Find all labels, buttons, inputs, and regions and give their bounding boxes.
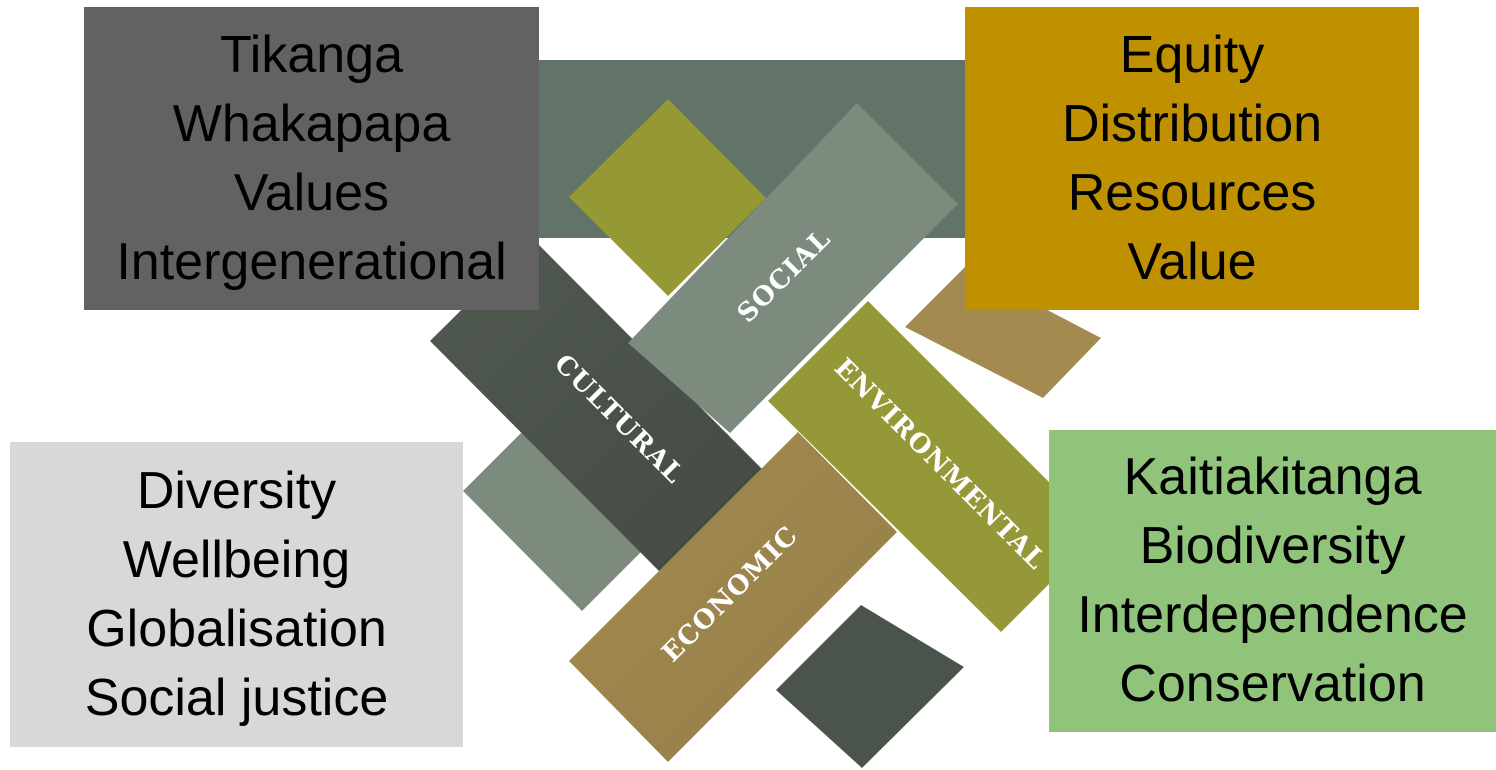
environmental-term: Biodiversity <box>1139 517 1406 575</box>
social-term: Diversity <box>136 461 337 520</box>
economic-term: Equity <box>1119 25 1265 84</box>
cultural-term: Whakapapa <box>172 94 451 153</box>
environmental-term: Interdependence <box>1077 586 1468 644</box>
social-term: Wellbeing <box>122 530 351 589</box>
social-term: Globalisation <box>86 599 387 658</box>
environmental-term: Kaitiakitanga <box>1123 448 1422 506</box>
cultural-term: Tikanga <box>219 25 404 84</box>
social-term: Social justice <box>84 668 389 727</box>
social-band <box>628 103 958 433</box>
social-band-lower-end <box>463 391 682 611</box>
cultural-band-lower-end <box>776 605 964 768</box>
social-terms-box: Diversity Wellbeing Globalisation Social… <box>10 442 463 747</box>
environmental-term: Conservation <box>1119 655 1426 713</box>
economic-term: Distribution <box>1061 94 1323 153</box>
environmental-band-upper-end <box>905 267 1101 398</box>
economic-term: Resources <box>1067 163 1317 222</box>
olive-square <box>569 99 766 296</box>
economic-terms-box: Equity Distribution Resources Value <box>965 7 1419 310</box>
cultural-term: Intergenerational <box>116 232 507 291</box>
economic-term: Value <box>1127 232 1257 291</box>
environmental-band <box>768 301 1100 632</box>
cultural-term: Values <box>233 163 390 222</box>
cultural-terms-box: Tikanga Whakapapa Values Intergeneration… <box>84 7 539 310</box>
environmental-terms-box: Kaitiakitanga Biodiversity Interdependen… <box>1049 430 1496 732</box>
